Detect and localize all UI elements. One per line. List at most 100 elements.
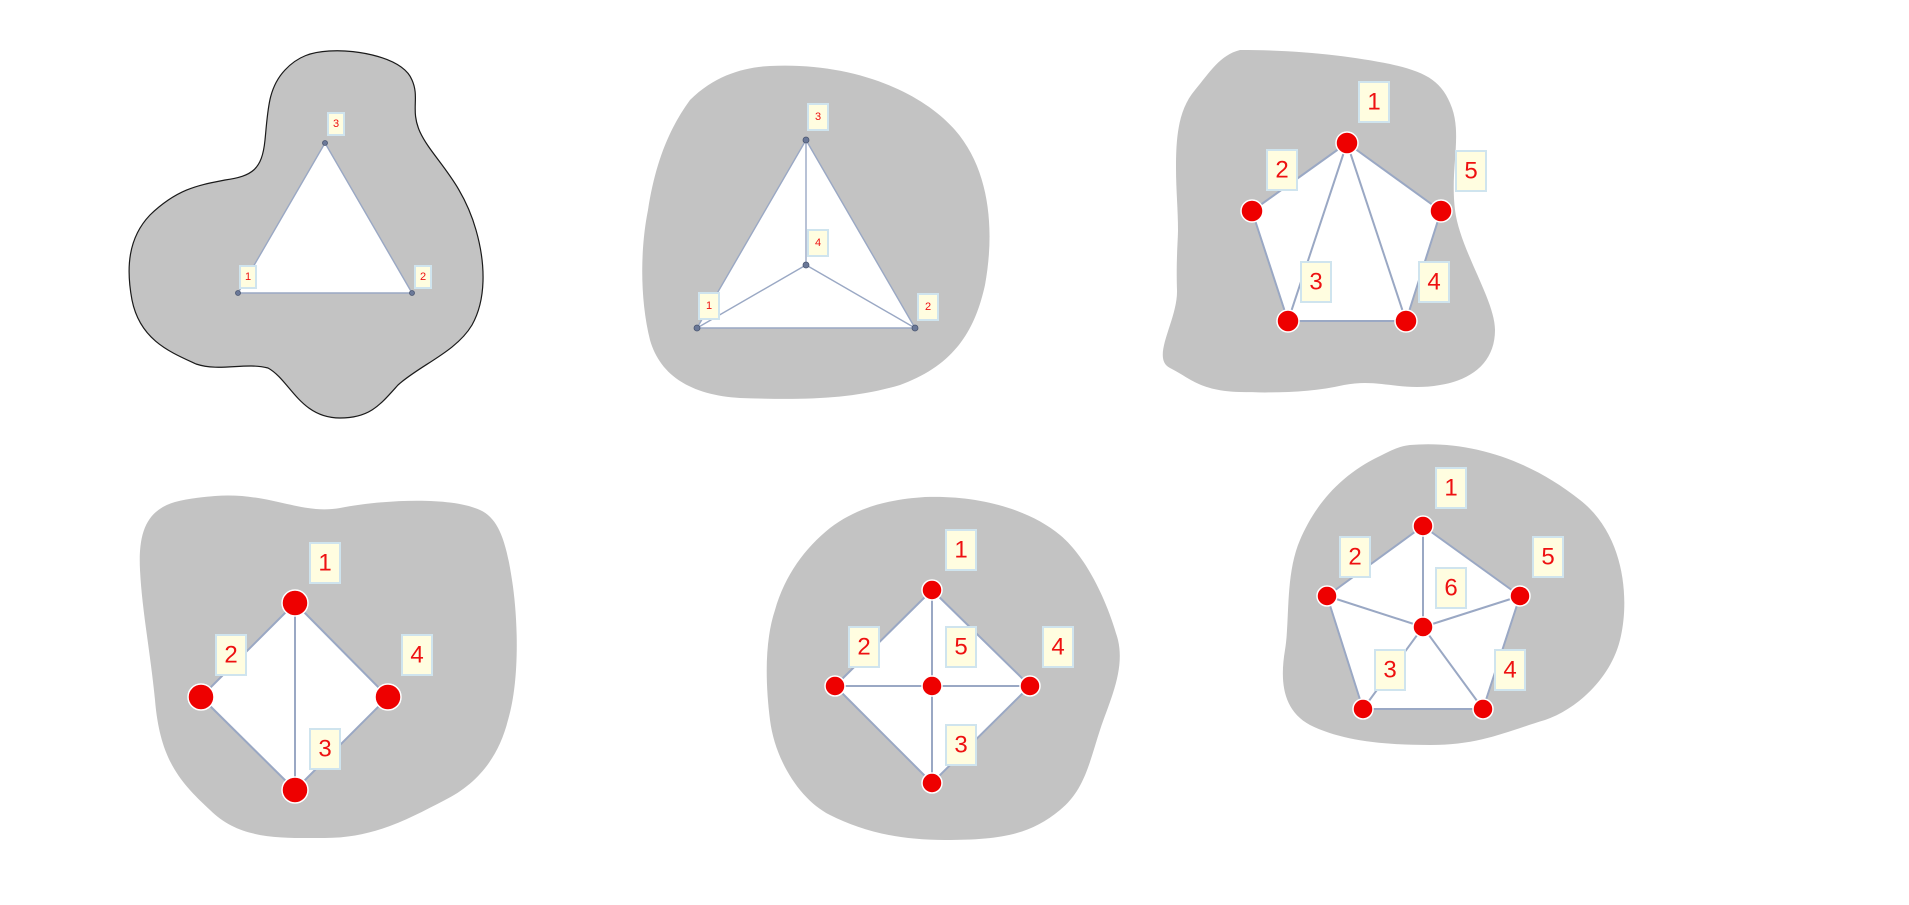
- label-box: [848, 626, 880, 668]
- edge-tetrahedron-4-2: [805, 264, 916, 329]
- vertex-tetrahedron-1: [693, 324, 701, 332]
- edge-wheel-5-5-1: [1422, 525, 1521, 597]
- edge-wheel-4-1-2: [834, 589, 933, 687]
- vertex-label-wheel-5-2: 2: [1339, 536, 1371, 578]
- vertex-diamond-3: [281, 776, 309, 804]
- vertex-label-pentagon-chords-4: 4: [1418, 261, 1450, 303]
- vertex-label-wheel-5-4: 4: [1494, 649, 1526, 691]
- label-box: [807, 229, 829, 257]
- label-box: [945, 529, 977, 571]
- vertex-wheel-5-4: [1472, 698, 1494, 720]
- label-text: 2: [925, 301, 931, 313]
- label-box: [1266, 149, 1298, 191]
- label-box: [945, 626, 977, 668]
- vertex-label-pentagon-chords-3: 3: [1300, 261, 1332, 303]
- vertex-pentagon-chords-1: [1335, 131, 1359, 155]
- vertex-triangle-1: [235, 290, 241, 296]
- face-triangle: [238, 143, 412, 293]
- label-box: [807, 103, 829, 131]
- label-box: [327, 112, 345, 136]
- edge-pentagon-chords-1-4: [1346, 142, 1407, 322]
- label-box: [945, 724, 977, 766]
- edge-wheel-5-6-5: [1422, 595, 1521, 628]
- vertex-wheel-5-3: [1352, 698, 1374, 720]
- label-text: 4: [1503, 657, 1516, 684]
- vertex-label-tetrahedron-3: 3: [807, 103, 829, 131]
- vertex-label-wheel-5-1: 1: [1435, 467, 1467, 509]
- label-text: 1: [245, 271, 251, 283]
- vertex-wheel-5-5: [1509, 585, 1531, 607]
- label-text: 3: [954, 732, 967, 759]
- edge-wheel-5-2-3: [1326, 595, 1364, 710]
- vertex-diamond-2: [187, 683, 215, 711]
- label-text: 2: [1275, 157, 1288, 184]
- label-box: [1042, 626, 1074, 668]
- vertex-label-wheel-4-4: 4: [1042, 626, 1074, 668]
- label-text: 5: [1464, 158, 1477, 185]
- vertex-wheel-5-6: [1412, 616, 1434, 638]
- label-text: 1: [318, 550, 331, 577]
- edge-tetrahedron-2-3: [805, 139, 916, 329]
- edge-diamond-3-4: [294, 696, 389, 791]
- label-box: [1300, 261, 1332, 303]
- vertex-label-triangle-2: 2: [414, 265, 432, 289]
- label-text: 1: [1444, 475, 1457, 502]
- label-box: [1418, 261, 1450, 303]
- label-text: 6: [1444, 575, 1457, 602]
- edge-diamond-1-2: [200, 602, 296, 698]
- label-box: [1532, 536, 1564, 578]
- vertex-label-wheel-5-5: 5: [1532, 536, 1564, 578]
- label-box: [1494, 649, 1526, 691]
- label-text: 1: [1367, 89, 1380, 116]
- label-box: [1358, 81, 1390, 123]
- edge-wheel-5-6-2: [1326, 595, 1424, 628]
- label-box: [401, 634, 433, 676]
- edge-pentagon-chords-1-3: [1287, 142, 1348, 322]
- edge-pentagon-chords-2-3: [1251, 210, 1289, 322]
- label-box: [309, 542, 341, 584]
- edge-wheel-4-4-1: [931, 589, 1031, 687]
- vertex-wheel-4-5: [921, 675, 943, 697]
- label-box: [215, 634, 247, 676]
- label-box: [698, 292, 720, 320]
- edge-wheel-5-1-2: [1326, 525, 1424, 597]
- vertex-label-diamond-2: 2: [215, 634, 247, 676]
- vertex-label-wheel-4-2: 2: [848, 626, 880, 668]
- label-text: 1: [706, 300, 712, 312]
- vertex-label-diamond-4: 4: [401, 634, 433, 676]
- label-text: 1: [954, 537, 967, 564]
- vertex-pentagon-chords-5: [1429, 199, 1453, 223]
- label-box: [1435, 467, 1467, 509]
- label-text: 2: [857, 634, 870, 661]
- label-text: 2: [420, 271, 426, 283]
- label-text: 3: [1383, 657, 1396, 684]
- label-box: [917, 293, 939, 321]
- vertex-wheel-4-1: [921, 579, 943, 601]
- edge-diamond-4-1: [294, 602, 389, 698]
- label-box: [1339, 536, 1371, 578]
- label-box: [1455, 150, 1487, 192]
- vertex-tetrahedron-3: [802, 136, 810, 144]
- edge-wheel-4-2-3: [834, 685, 933, 784]
- vertex-tetrahedron-4: [802, 261, 810, 269]
- vertex-label-pentagon-chords-2: 2: [1266, 149, 1298, 191]
- vertex-label-wheel-4-5: 5: [945, 626, 977, 668]
- vertex-label-pentagon-chords-5: 5: [1455, 150, 1487, 192]
- label-text: 5: [954, 634, 967, 661]
- vertex-pentagon-chords-3: [1276, 309, 1300, 333]
- vertex-triangle-2: [409, 290, 415, 296]
- vertex-wheel-5-2: [1316, 585, 1338, 607]
- vertex-label-pentagon-chords-1: 1: [1358, 81, 1390, 123]
- vertex-label-wheel-5-3: 3: [1374, 649, 1406, 691]
- vertex-label-diamond-1: 1: [309, 542, 341, 584]
- edge-pentagon-chords-1-2: [1251, 142, 1348, 212]
- label-box: [414, 265, 432, 289]
- vertex-wheel-5-1: [1412, 515, 1434, 537]
- vertex-label-wheel-5-6: 6: [1435, 567, 1467, 609]
- label-text: 3: [815, 111, 821, 123]
- vertex-pentagon-chords-2: [1240, 199, 1264, 223]
- vertex-wheel-4-4: [1019, 675, 1041, 697]
- vertex-pentagon-chords-4: [1394, 309, 1418, 333]
- vertex-wheel-4-2: [824, 675, 846, 697]
